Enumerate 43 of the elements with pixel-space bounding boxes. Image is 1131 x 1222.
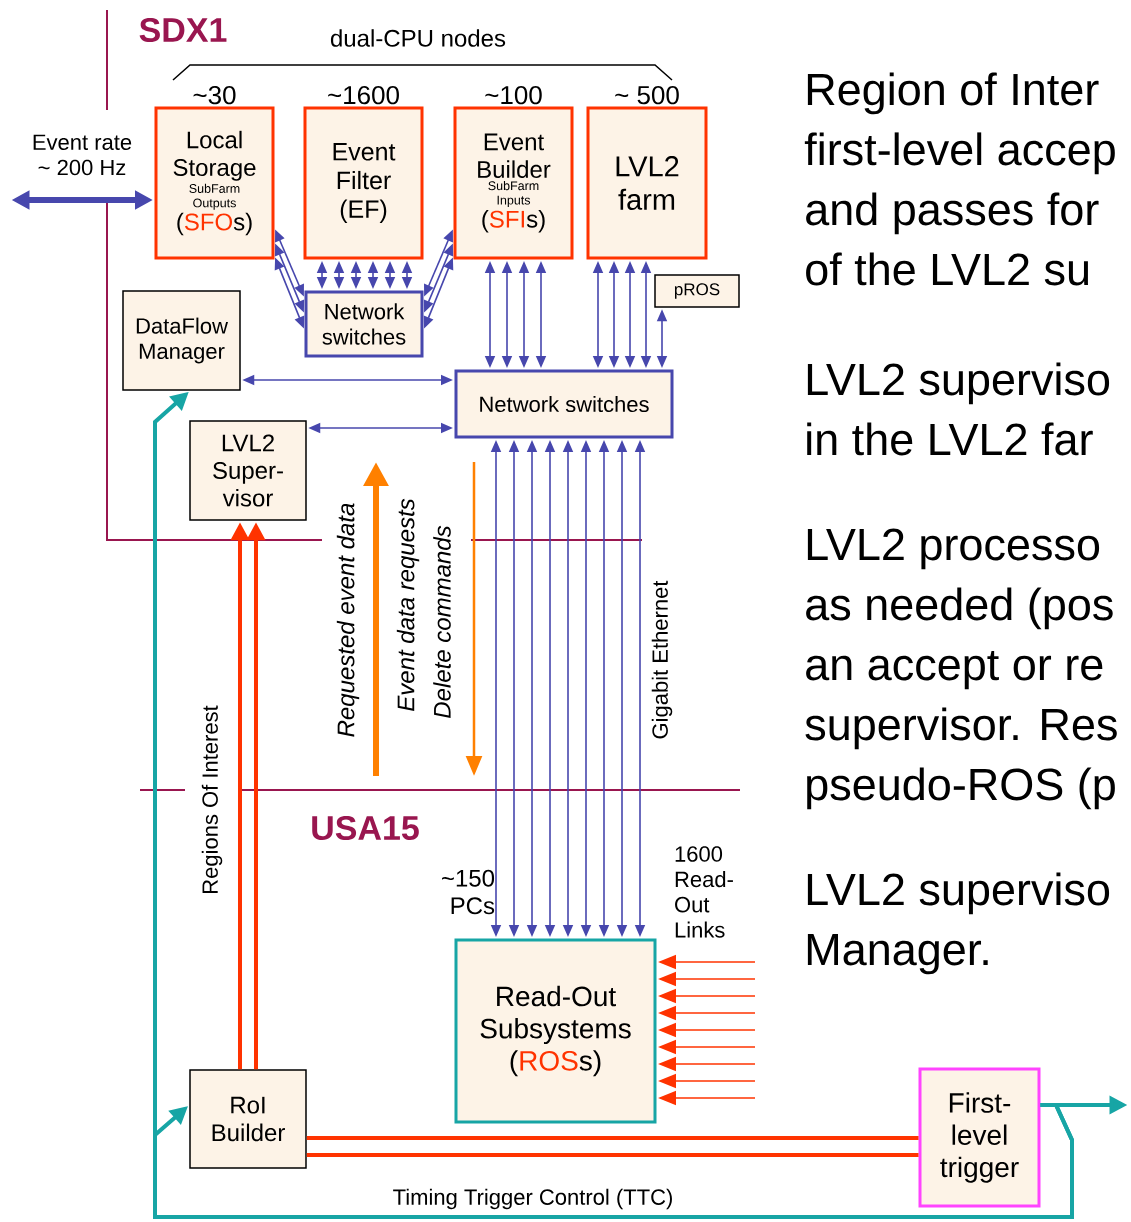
location-label: SDX1 (139, 17, 227, 43)
signal-label: Requested event data (336, 503, 360, 737)
signal-label: Regions Of Interest (201, 705, 223, 893)
count-label: ~30 (193, 85, 236, 105)
farm-box: Event Filter (EF) (303, 106, 424, 260)
text-line: LVL2 superviso (807, 872, 1110, 915)
count-label: ~100 (485, 85, 542, 105)
text-line: an accept or re (806, 650, 1103, 690)
process-box: LVL2 Super- visor (189, 420, 307, 521)
text-line: supervisor. Res (805, 707, 1117, 750)
signal-label: Event data requests (396, 498, 420, 711)
text-line: first-level accep (804, 132, 1115, 175)
text-line: in the LVL2 far (807, 422, 1093, 456)
trigger-box: First- level trigger (918, 1067, 1041, 1208)
text-line: Manager. (807, 934, 988, 975)
connector-line (306, 1153, 919, 1157)
count-label: ~150 PCs (442, 869, 495, 915)
text-line: of the LVL2 su (806, 252, 1089, 286)
text-line: LVL2 superviso (807, 362, 1110, 405)
text-line: as needed (pos (806, 587, 1113, 630)
text-line: Region of Inter (807, 72, 1099, 115)
process-box: RoI Builder (189, 1069, 307, 1169)
farm-box: LVL2 farm (586, 106, 708, 260)
text-line: LVL2 processo (807, 528, 1100, 570)
switch-box: Network switches (304, 290, 424, 358)
text-line: pseudo-ROS (p (807, 767, 1115, 810)
link-label: Gigabit Ethernet (651, 580, 673, 739)
group-label: dual-CPU nodes (330, 29, 506, 47)
process-box: pROS (654, 274, 740, 308)
location-label: USA15 (312, 815, 419, 841)
connector-line (306, 1136, 919, 1140)
farm-box: Event Builder SubFarm Inputs (SFIs) (453, 106, 574, 260)
process-box: DataFlow Manager (122, 290, 241, 391)
text-line: and passes for (806, 192, 1099, 235)
count-label: ~1600 (328, 85, 399, 105)
count-label: 1600 Read- Out Links (675, 846, 733, 938)
rate-label: Event rate ~ 200 Hz (33, 134, 132, 176)
count-label: ~ 500 (615, 85, 679, 105)
subsystem-box: Read-Out Subsystems (ROSs) (454, 938, 657, 1124)
signal-label: Timing Trigger Control (TTC) (393, 1188, 672, 1210)
farm-box: Local Storage SubFarm Outputs (SFOs) (154, 106, 275, 260)
signal-label: Delete commands (433, 525, 451, 718)
switch-box: Network switches (454, 369, 674, 439)
